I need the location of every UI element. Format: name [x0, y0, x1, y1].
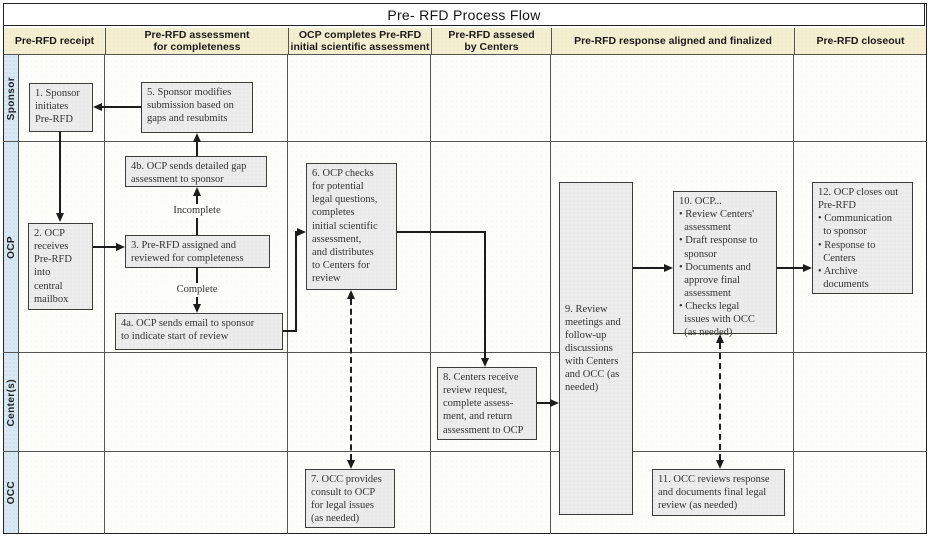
connector-6-to-8-v — [484, 231, 486, 358]
arrowhead-into-10-dashed — [716, 334, 724, 343]
phase-header-row: Pre-RFD receipt Pre-RFD assessment for c… — [4, 28, 926, 55]
grid-line-col3 — [430, 55, 431, 534]
step-6-ocp-checks: 6. OCP checks for potential legal questi… — [306, 163, 397, 290]
arrowhead-into-10 — [664, 264, 673, 272]
arrowhead-into-6-dashed — [347, 290, 355, 299]
step-8-centers-review: 8. Centers receive review request, compl… — [437, 367, 537, 440]
step-7-occ-consult: 7. OCC provides consult to OCP for legal… — [305, 469, 395, 528]
lane-label-sponsor: Sponsor — [4, 55, 19, 142]
grid-line-col1 — [104, 55, 105, 534]
lane-label-occ: OCC — [4, 452, 19, 533]
arrowhead-into-8 — [481, 358, 489, 367]
grid-line-col4 — [550, 55, 551, 534]
edge-label-incomplete: Incomplete — [152, 204, 242, 218]
connector-6-7-dashed — [350, 299, 352, 460]
phase-header-assessment: Pre-RFD assessment for completeness — [105, 28, 288, 54]
step-10-ocp-response: 10. OCP... • Review Centers' assessment … — [673, 191, 777, 338]
arrowhead-into-5 — [193, 133, 201, 142]
step-2-ocp-receives: 2. OCP receives Pre-RFD into central mai… — [28, 223, 93, 310]
phase-header-centers: Pre-RFD assesed by Centers — [431, 28, 551, 54]
phase-header-receipt: Pre-RFD receipt — [14, 34, 95, 47]
connector-9-to-10 — [633, 267, 664, 269]
step-4b-gap-assessment: 4b. OCP sends detailed gap assessment to… — [125, 156, 267, 187]
grid-line-row-centers-occ — [3, 451, 927, 452]
connector-2-to-3 — [93, 246, 116, 248]
lane-label-ocp: OCP — [4, 142, 19, 353]
connector-1-to-2 — [59, 132, 61, 213]
step-1-sponsor-initiates: 1. Sponsor initiates Pre-RFD — [29, 83, 93, 132]
step-3-assigned-reviewed: 3. Pre-RFD assigned and reviewed for com… — [125, 235, 270, 268]
lane-label-centers: Center(s) — [4, 353, 19, 452]
arrowhead-into-4a — [193, 304, 201, 313]
arrowhead-into-12 — [803, 264, 812, 272]
grid-line-row-ocp-centers — [3, 352, 927, 353]
phase-header-response: Pre-RFD response aligned and finalized — [551, 28, 794, 54]
grid-line-col5 — [793, 55, 794, 534]
arrowhead-into-3 — [116, 243, 125, 251]
connector-6-to-8-h — [397, 231, 486, 233]
arrowhead-into-7-dashed — [347, 460, 355, 469]
arrowhead-into-2 — [56, 213, 64, 222]
connector-4a-to-6-v — [295, 231, 297, 331]
connector-10-11-dashed — [719, 343, 721, 460]
connector-10-to-12 — [777, 267, 803, 269]
step-12-ocp-closes-out: 12. OCP closes out Pre-RFD • Communicati… — [812, 182, 913, 294]
phase-header-closeout: Pre-RFD closeout — [794, 28, 926, 54]
arrowhead-into-6 — [297, 228, 306, 236]
connector-4b-to-5 — [196, 142, 198, 156]
step-5-sponsor-modifies: 5. Sponsor modifies submission based on … — [141, 82, 253, 133]
arrowhead-into-1 — [93, 103, 102, 111]
step-11-occ-final-review: 11. OCC reviews response and documents f… — [652, 469, 785, 516]
step-9-review-meetings: 9. Review meetings and follow-up discuss… — [559, 182, 633, 515]
connector-4a-to-6-h — [283, 330, 297, 332]
connector-8-to-9 — [537, 402, 550, 404]
phase-header-ocp-initial: OCP completes Pre-RFD initial scientific… — [288, 28, 431, 54]
arrowhead-into-9 — [550, 399, 559, 407]
edge-label-complete: Complete — [160, 283, 234, 297]
grid-line-col2 — [287, 55, 288, 534]
diagram-title-bar: Pre- RFD Process Flow — [3, 3, 925, 26]
diagram-title: Pre- RFD Process Flow — [387, 6, 541, 23]
connector-5-to-1 — [102, 106, 141, 108]
arrowhead-into-11-dashed — [716, 460, 724, 469]
step-4a-email-start-review: 4a. OCP sends email to sponsor to indica… — [115, 313, 283, 350]
grid-line-row-sponsor-ocp — [3, 141, 927, 142]
arrowhead-into-4b — [193, 187, 201, 196]
